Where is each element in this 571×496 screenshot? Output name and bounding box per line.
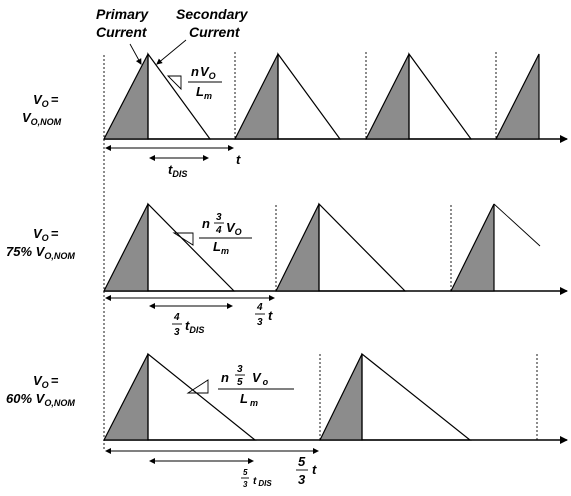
row2-slope-triangle	[172, 232, 194, 246]
row2-pulse1-secondary	[147, 202, 236, 292]
row2-pulse2-secondary	[318, 202, 407, 292]
row-nominal: VO= VO,NOM nVO Lm t tDIS	[22, 52, 568, 179]
row1-period-label: t	[236, 152, 241, 167]
row2-pulse1-primary	[103, 203, 149, 292]
row1-pulse2-secondary	[277, 52, 342, 140]
row2-vo-label: VO=	[33, 226, 59, 243]
row3-pulse1-primary	[103, 353, 149, 441]
row3-pulse1-secondary	[147, 352, 257, 441]
row1-level-label: VO,NOM	[22, 110, 62, 127]
row1-pulse4-primary	[495, 53, 540, 140]
row2-period-frac-num: 4	[256, 302, 263, 313]
primary-pointer	[129, 43, 142, 65]
row3-level-label: 60% VO,NOM	[6, 391, 75, 408]
row1-pulse1-secondary	[147, 52, 212, 140]
row-75-percent: VO= 75% VO,NOM n 3 4 VO Lm 4 3 t	[6, 202, 568, 338]
row2-tdis-frac-num: 4	[173, 312, 180, 323]
row1-pulse3-primary	[365, 53, 410, 140]
row1-pulse2-primary	[234, 53, 279, 140]
row2-level-label: 75% VO,NOM	[6, 244, 75, 261]
row1-slope-denominator: Lm	[196, 84, 212, 101]
row2-slope-frac-den: 4	[215, 225, 222, 236]
secondary-current-label-2: Current	[189, 24, 241, 40]
row2-slope-n: n	[202, 216, 210, 231]
primary-current-label-2: Current	[96, 24, 148, 40]
row3-period-label: t	[312, 462, 317, 477]
row3-vo-label: VO=	[33, 373, 59, 390]
row2-pulse3-primary	[450, 203, 495, 292]
row2-period-label: t	[268, 308, 273, 323]
row2-pulse3-secondary	[493, 203, 541, 247]
row2-slope-v: VO	[226, 220, 242, 237]
row1-pulse3-secondary	[408, 52, 473, 140]
row1-tdis-label: tDIS	[168, 162, 187, 179]
secondary-pointer	[156, 39, 187, 65]
row1-pulse1-primary	[103, 53, 149, 140]
row3-period-frac-num: 5	[298, 454, 306, 469]
row3-slope-frac-num: 3	[237, 364, 243, 375]
row1-slope-formula: nVO	[191, 64, 216, 81]
secondary-current-label: Secondary	[176, 6, 249, 22]
row3-slope-triangle	[186, 379, 209, 394]
row2-period-frac-den: 3	[257, 317, 263, 328]
row2-slope-denominator: Lm	[213, 239, 229, 256]
row2-tdis-frac-den: 3	[174, 327, 180, 338]
row3-slope-n: n	[221, 370, 229, 385]
row3-tdis-frac-num: 5	[243, 468, 248, 477]
row3-period-frac-den: 3	[298, 472, 306, 487]
row2-slope-frac-num: 3	[216, 212, 222, 223]
primary-current-label: Primary	[96, 6, 149, 22]
row1-vo-label: VO=	[33, 92, 59, 109]
row3-pulse2-primary	[319, 353, 363, 441]
row2-pulse2-primary	[275, 203, 320, 292]
row3-pulse2-secondary	[361, 352, 472, 441]
row3-tdis-frac-den: 3	[243, 480, 248, 489]
row2-tdis-label: tDIS	[185, 318, 204, 335]
row3-slope-frac-den: 5	[237, 377, 243, 388]
row1-slope-triangle	[166, 75, 182, 91]
